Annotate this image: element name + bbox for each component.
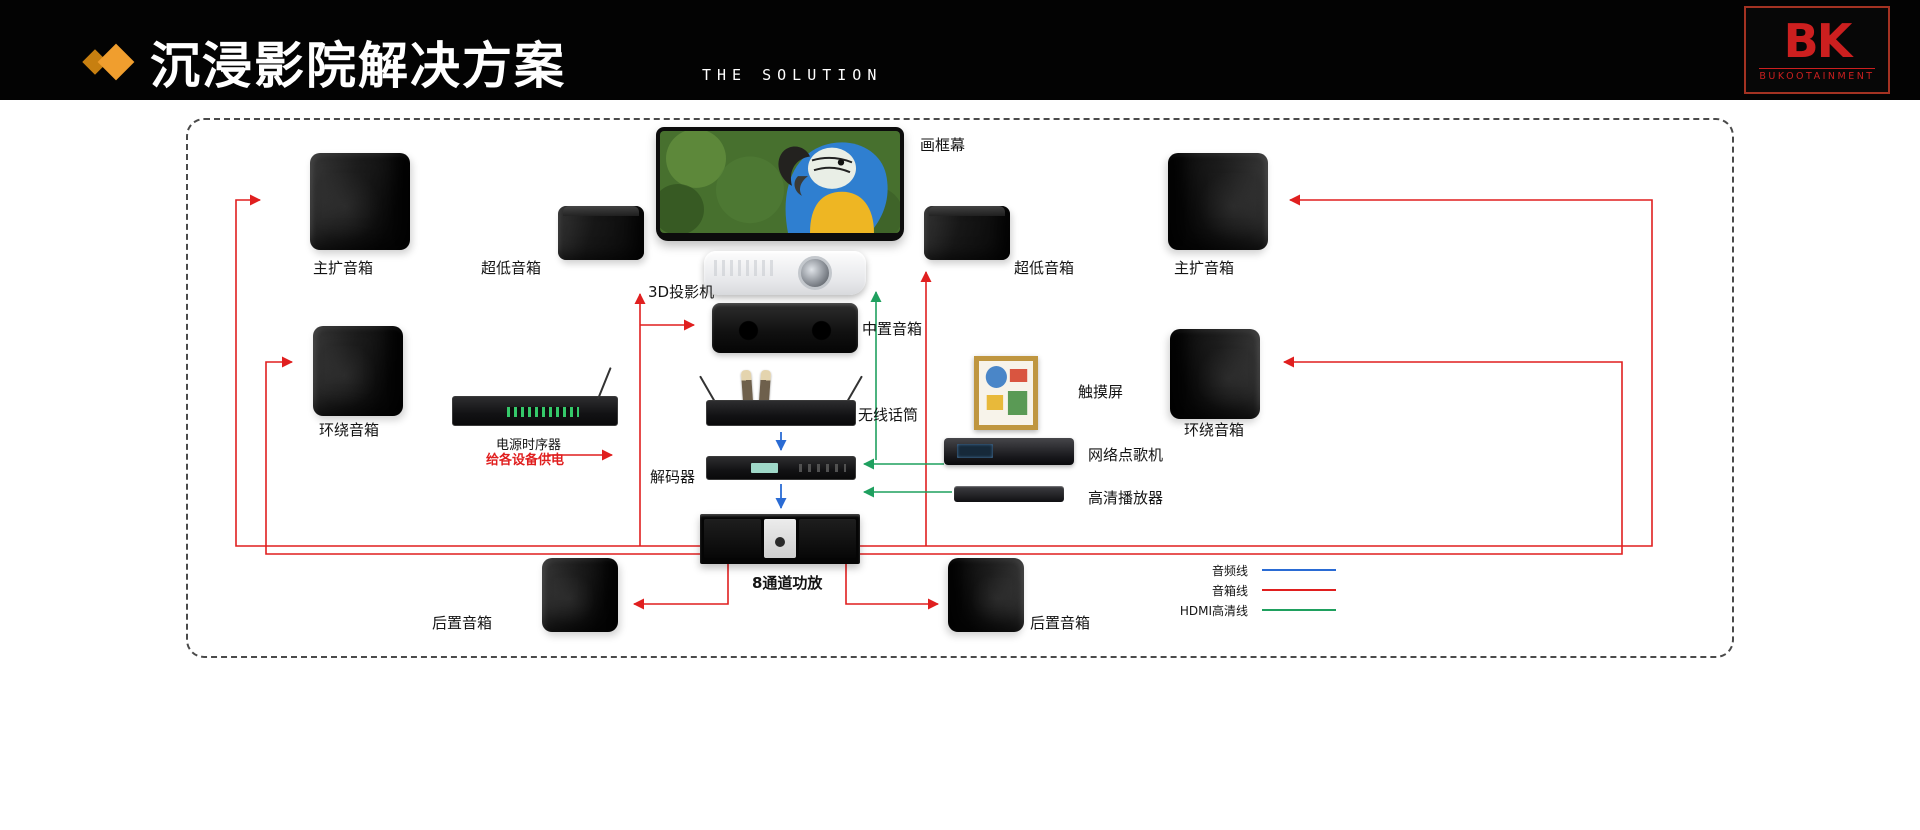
decoder <box>706 456 856 480</box>
rear-speaker-right <box>948 558 1024 632</box>
karaoke-machine <box>944 438 1074 465</box>
surround-speaker-right <box>1170 329 1260 419</box>
projector-lens-icon <box>797 256 832 290</box>
brand-diamond-icon <box>82 43 138 81</box>
label-touch-screen: 触摸屏 <box>1078 383 1124 401</box>
label-center-speaker: 中置音箱 <box>862 320 923 338</box>
main-speaker-left <box>310 153 410 250</box>
legend-item-speaker: 音箱线 <box>1148 580 1336 600</box>
amp-right-panel <box>799 519 856 558</box>
label-amplifier: 8通道功放 <box>752 574 823 592</box>
touch-screen-image <box>979 361 1033 425</box>
label-rear-speaker-right: 后置音箱 <box>1030 614 1091 632</box>
center-speaker <box>712 303 858 353</box>
decoder-display <box>751 463 779 473</box>
hd-player <box>954 486 1064 502</box>
label-subwoofer-right: 超低音箱 <box>1014 259 1075 277</box>
diagram-border <box>186 118 1734 658</box>
amp-left-panel <box>704 519 761 558</box>
label-main-speaker-left: 主扩音箱 <box>313 259 374 277</box>
label-surround-right: 环绕音箱 <box>1184 421 1245 439</box>
mic-receiver <box>706 400 856 426</box>
surround-speaker-left <box>313 326 403 416</box>
label-hd-player: 高清播放器 <box>1088 489 1164 507</box>
logo-caption: BUKOOTAINMENT <box>1759 68 1875 82</box>
legend-label-hdmi: HDMI高清线 <box>1179 603 1248 618</box>
label-rear-speaker-left: 后置音箱 <box>432 614 493 632</box>
frame-screen <box>656 127 904 241</box>
legend-item-audio: 音频线 <box>1148 560 1336 580</box>
legend-label-audio: 音频线 <box>1211 563 1248 578</box>
subwoofer-left <box>558 206 644 260</box>
main-speaker-right <box>1168 153 1268 250</box>
decoder-knobs <box>798 464 847 472</box>
diamond-right-facet <box>97 43 135 81</box>
amplifier <box>700 514 860 564</box>
subwoofer-right <box>924 206 1010 260</box>
legend-line-1 <box>1262 589 1336 591</box>
page-subtitle: THE SOLUTION <box>702 66 883 84</box>
label-karaoke: 网络点歌机 <box>1088 446 1164 464</box>
legend: 音频线 音箱线 HDMI高清线 <box>1148 560 1336 620</box>
logo-bk-text: BK <box>1783 14 1853 68</box>
legend-item-hdmi: HDMI高清线 <box>1148 600 1336 620</box>
label-subwoofer-left: 超低音箱 <box>481 259 542 277</box>
label-surround-left: 环绕音箱 <box>319 421 380 439</box>
label-power-note: 给各设备供电 <box>486 453 565 468</box>
header-bar: 沉浸影院解决方案 THE SOLUTION BK BUKOOTAINMENT <box>0 0 1920 100</box>
power-sequencer <box>452 367 618 426</box>
karaoke-display <box>957 443 994 458</box>
led-indicators <box>507 407 579 417</box>
label-decoder: 解码器 <box>650 468 696 486</box>
wireless-mic-system <box>699 366 863 426</box>
label-projector: 3D投影机 <box>648 283 715 301</box>
legend-line-0 <box>1262 569 1336 571</box>
label-wireless-mic: 无线话筒 <box>858 406 919 424</box>
projector <box>704 251 866 295</box>
page-title: 沉浸影院解决方案 <box>150 37 566 95</box>
label-frame-screen: 画框幕 <box>920 136 966 154</box>
amp-center-panel <box>764 519 796 558</box>
legend-label-speaker: 音箱线 <box>1211 583 1248 598</box>
touch-screen <box>974 356 1038 430</box>
rear-speaker-left <box>542 558 618 632</box>
company-logo: BK BUKOOTAINMENT <box>1744 6 1890 94</box>
parrot-image <box>660 131 900 233</box>
legend-line-2 <box>1262 609 1336 611</box>
label-main-speaker-right: 主扩音箱 <box>1174 259 1235 277</box>
